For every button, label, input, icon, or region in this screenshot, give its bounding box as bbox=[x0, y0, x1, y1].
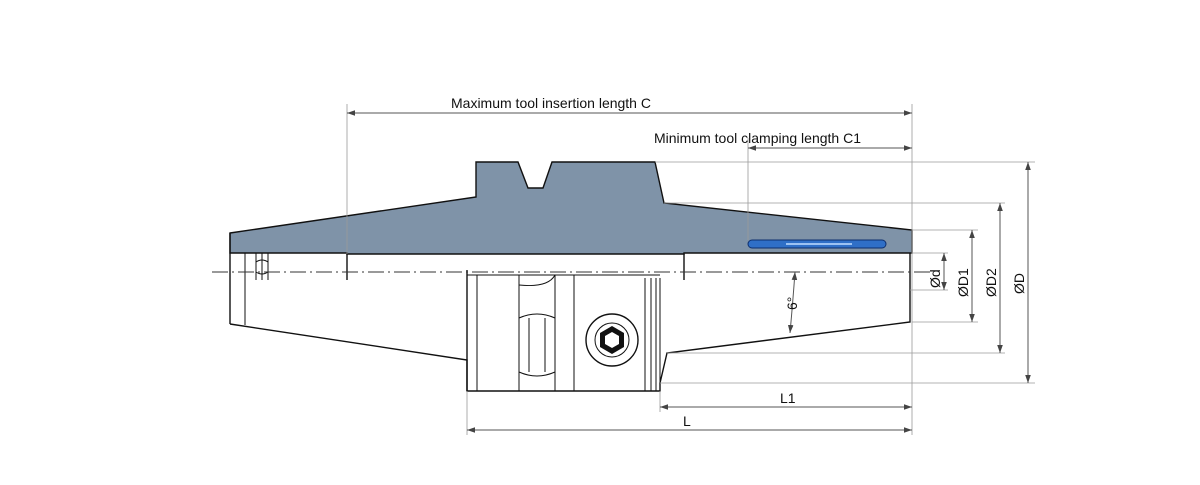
d-label: Ød bbox=[927, 269, 943, 288]
angle-label: 6° bbox=[784, 297, 800, 310]
D-label: ØD bbox=[1011, 273, 1027, 294]
lower-half-outline bbox=[229, 253, 911, 392]
D2-label: ØD2 bbox=[983, 268, 999, 297]
shank-end bbox=[229, 233, 269, 325]
L1-label: L1 bbox=[780, 390, 796, 406]
max-insertion-label: Maximum tool insertion length C bbox=[451, 95, 651, 111]
clamp-screw-icon bbox=[585, 313, 639, 367]
extension-lines bbox=[346, 104, 1035, 435]
min-clamping-label: Minimum tool clamping length C1 bbox=[654, 130, 861, 146]
angle-arc bbox=[787, 271, 798, 334]
D1-label: ØD1 bbox=[955, 268, 971, 297]
L-label: L bbox=[683, 413, 691, 429]
